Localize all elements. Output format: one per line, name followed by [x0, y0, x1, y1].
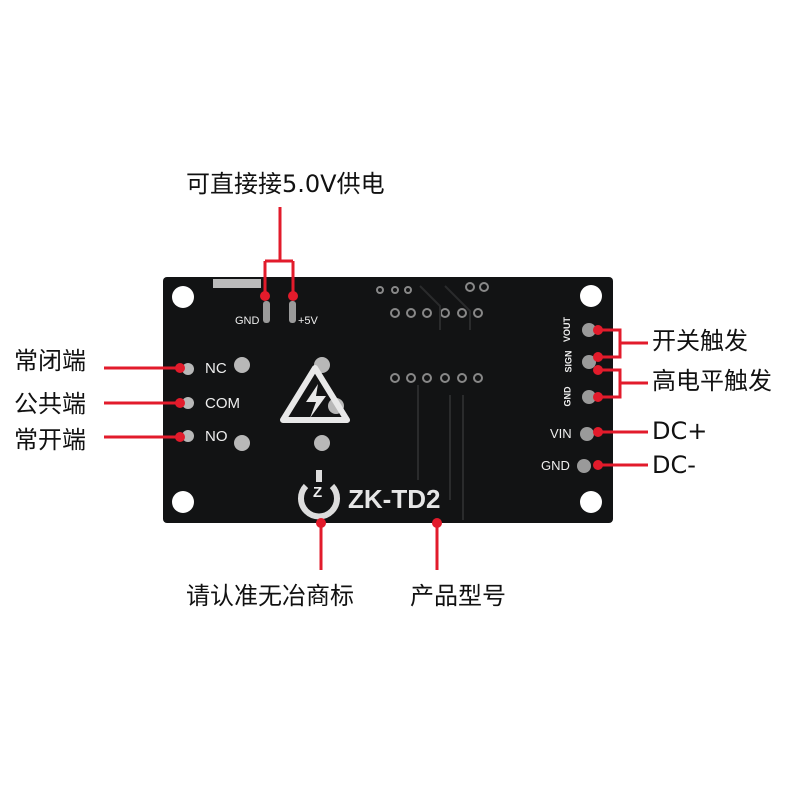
switch-trigger-label: 开关触发 [652, 327, 748, 355]
pcb-no-label: NO [205, 428, 228, 445]
pcb-vin-label: VIN [550, 426, 572, 441]
trace-lines [417, 285, 471, 520]
trademark-note-label: 请认准无冶商标 [186, 582, 354, 610]
dc-minus-label: DC- [652, 451, 696, 479]
brand-logo-icon [298, 470, 340, 520]
pcb-5v-pad-label: +5V [298, 315, 318, 327]
pcb-com-label: COM [205, 395, 240, 412]
ic-pins [376, 282, 489, 383]
nc-callout-label: 常闭端 [14, 347, 86, 375]
dc-plus-label: DC+ [652, 417, 708, 445]
warning-triangle-icon [280, 365, 350, 423]
pcb-gnd-small-label: GND [562, 386, 573, 407]
pcb-sign-label: SIGN [563, 350, 574, 373]
power-note-label: 可直接接5.0V供电 [186, 170, 385, 198]
callout-dots [175, 291, 603, 528]
pcb-gnd-pad-label: GND [235, 315, 260, 327]
pcb-board [163, 277, 613, 523]
model-note-label: 产品型号 [410, 582, 506, 610]
com-callout-label: 公共端 [14, 390, 86, 418]
callout-lines [104, 207, 648, 570]
pcb-gnd-label: GND [541, 458, 570, 473]
usb-port [213, 279, 261, 288]
pcb-logo-letter: Z [313, 484, 323, 501]
mounting-holes [172, 285, 602, 513]
high-level-trigger-label: 高电平触发 [652, 367, 772, 395]
no-callout-label: 常开端 [14, 426, 86, 454]
pcb-model-label: ZK-TD2 [348, 484, 441, 514]
terminal-pins [263, 301, 596, 473]
pcb-nc-label: NC [205, 360, 227, 377]
pcb-vout-label: VOUT [562, 316, 573, 343]
